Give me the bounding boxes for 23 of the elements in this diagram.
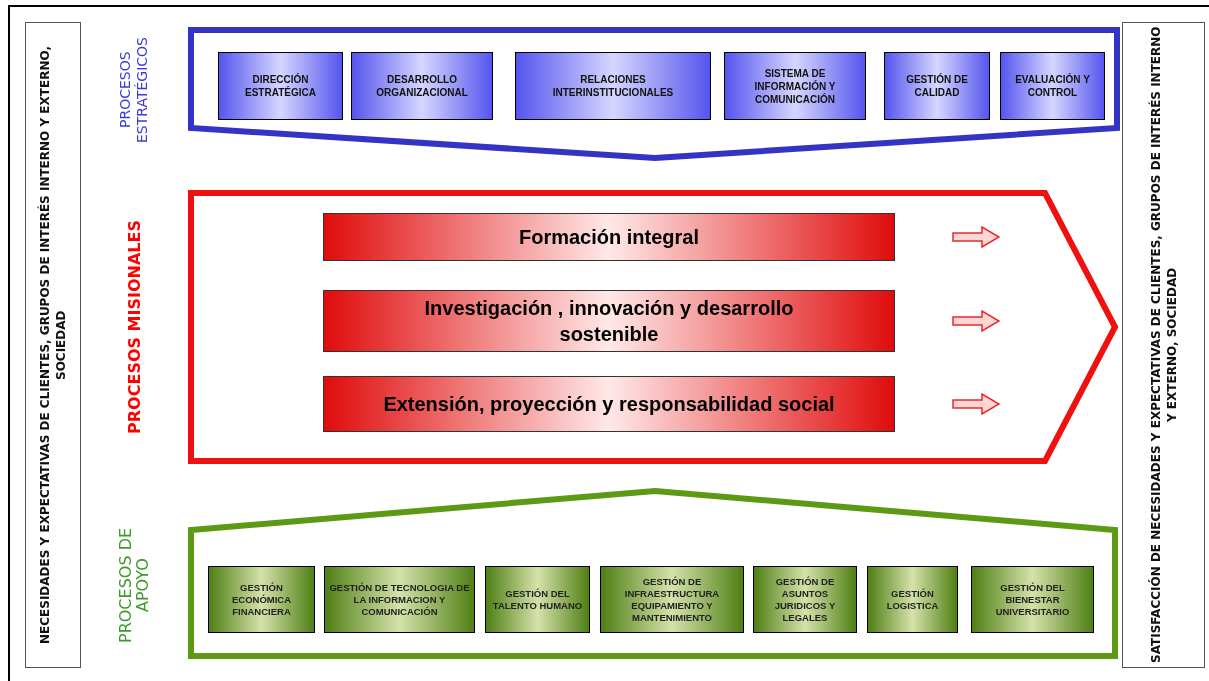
process-box: GESTIÓN ECONÓMICA FINANCIERA	[208, 566, 315, 633]
band-title: PROCESOS ESTRATÉGICOS	[117, 36, 151, 145]
process-box: Investigación , innovación y desarrollo sostenible	[323, 290, 895, 352]
process-box: GESTIÓN DE TECNOLOGIA DE LA INFORMACION Y COMUNICACIÓN	[324, 566, 475, 633]
process-box: GESTIÓN DEL BIENESTAR UNIVERSITARIO	[971, 566, 1094, 633]
process-box: GESTIÓN DE ASUNTOS JURIDICOS Y LEGALES	[753, 566, 857, 633]
band-title: PROCESOS MISIONALES	[125, 220, 143, 434]
process-box: DESARROLLO ORGANIZACIONAL	[351, 52, 493, 120]
process-box: EVALUACIÓN Y CONTROL	[1000, 52, 1105, 120]
process-box: SISTEMA DE INFORMACIÓN Y COMUNICACIÓN	[724, 52, 866, 120]
process-box: Formación integral	[323, 213, 895, 261]
side-box	[25, 22, 81, 668]
band-title: PROCESOS DE APOYO	[117, 526, 151, 645]
process-box: GESTIÓN DE INFRAESTRUCTURA EQUIPAMIENTO Y MANTENIMIENTO	[600, 566, 744, 633]
process-box: GESTIÓN DE CALIDAD	[884, 52, 990, 120]
process-box: GESTIÓN DEL TALENTO HUMANO	[485, 566, 590, 633]
process-box: Extensión, proyección y responsabilidad social	[323, 376, 895, 432]
side-text: SATISFACCIÓN DE NECESIDADES Y EXPECTATIVAS DE CLIENTES, GRUPOS DE INTERÉS INTERNO Y EXTERNO, SOCIEDAD	[1147, 25, 1180, 666]
side-text: NECESIDADES Y EXPECTATIVAS DE CLIENTES, GRUPOS DE INTERÉS INTERNO Y EXTERNO, SOCIEDAD	[37, 45, 69, 646]
side-box	[1122, 22, 1205, 668]
process-box: DIRECCIÓN ESTRATÉGICA	[218, 52, 343, 120]
process-box: GESTIÓN LOGISTICA	[867, 566, 958, 633]
process-box: RELACIONES INTERINSTITUCIONALES	[515, 52, 711, 120]
